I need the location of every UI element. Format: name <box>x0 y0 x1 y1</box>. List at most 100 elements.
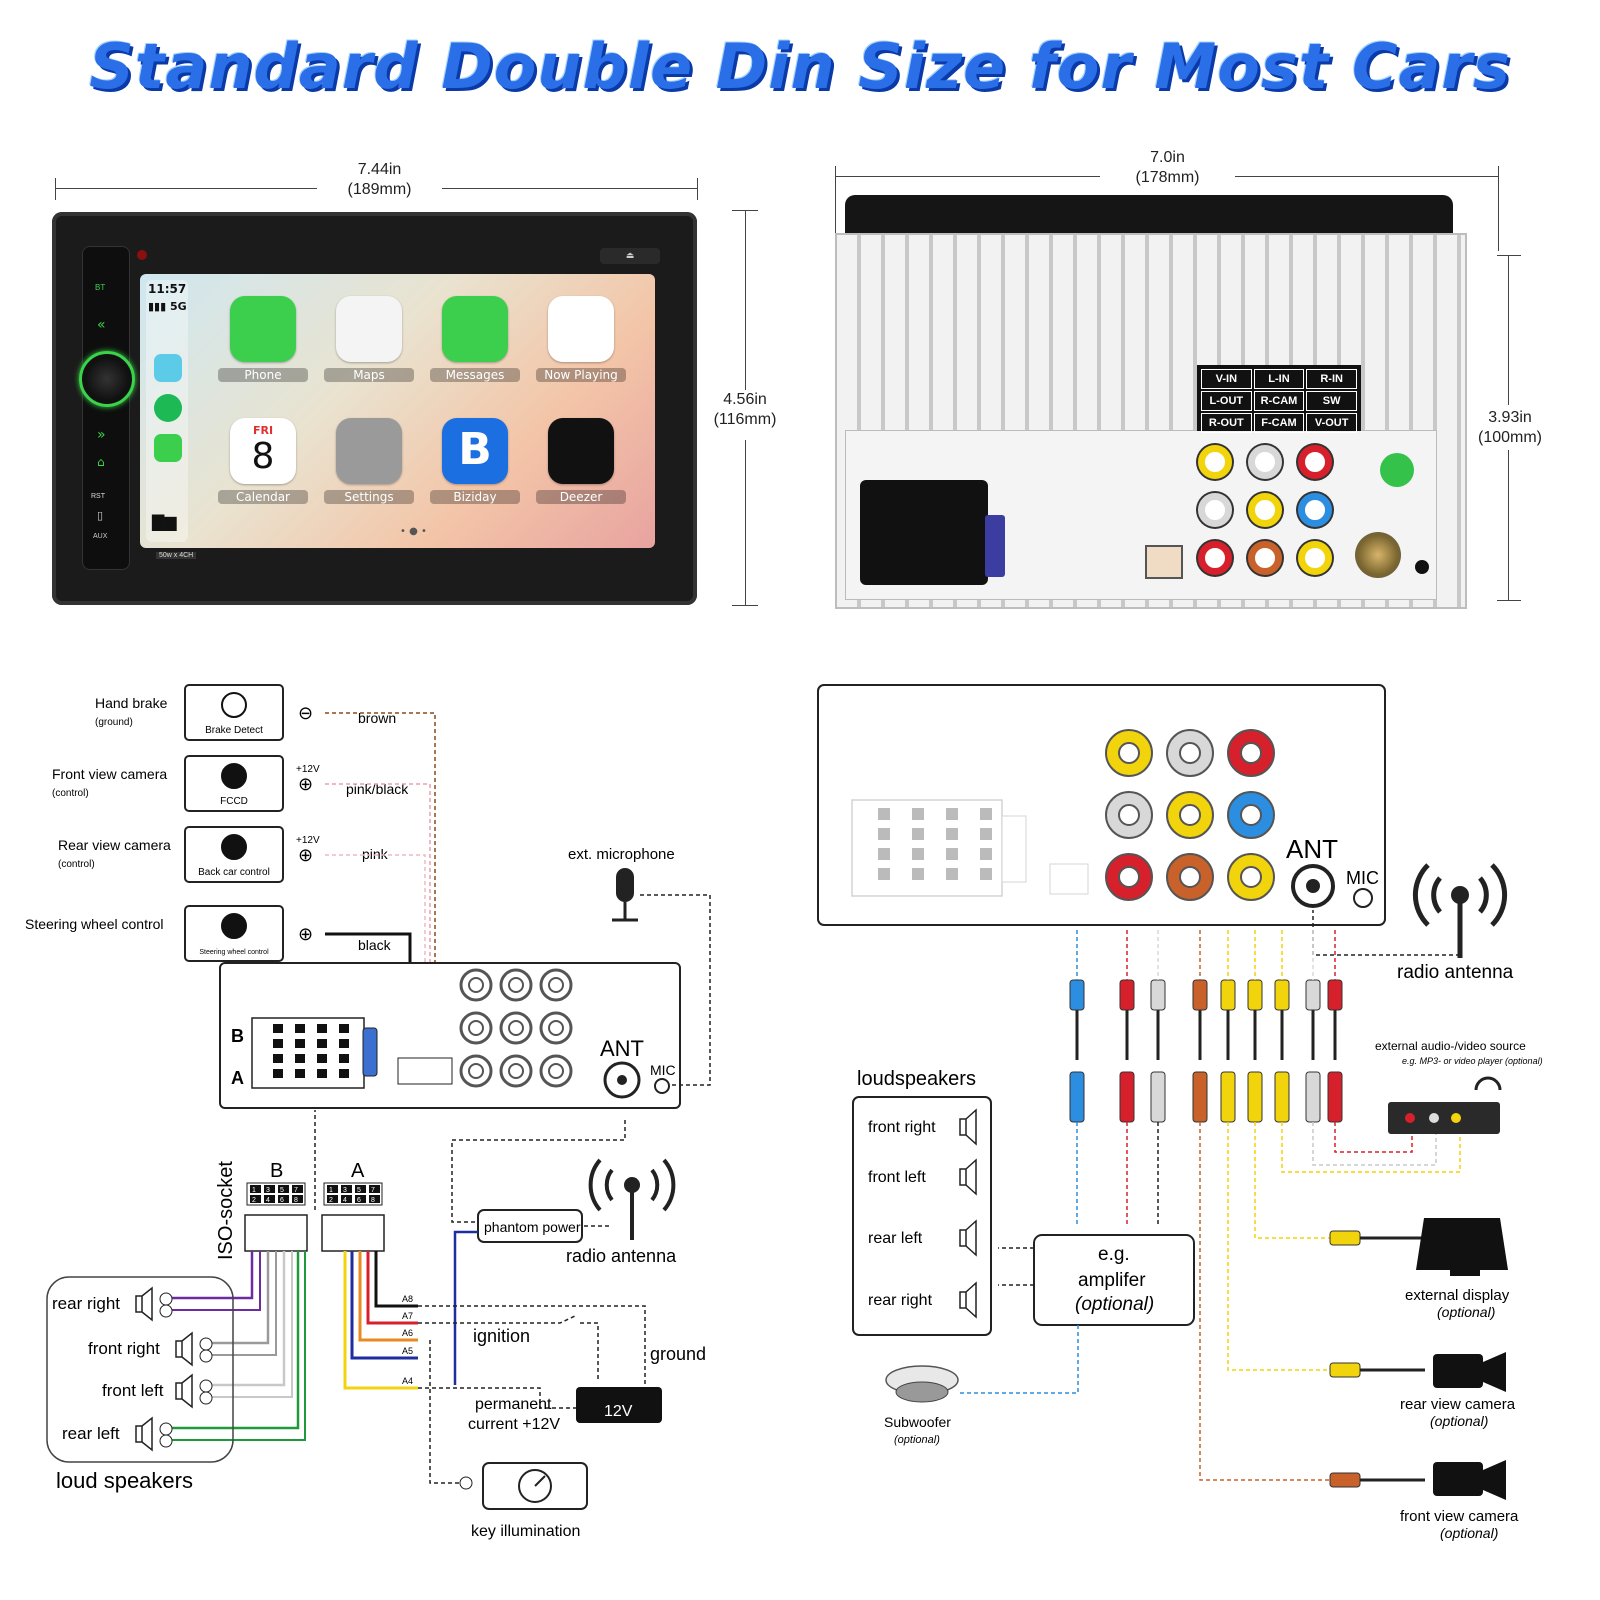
app-label: Calendar <box>218 490 308 504</box>
volume-knob[interactable] <box>79 351 135 407</box>
speaker-minus <box>159 1304 173 1318</box>
rca-jack <box>1248 493 1282 527</box>
radio-antenna-label: radio antenna <box>566 1246 677 1266</box>
bt-label: BT <box>95 283 106 292</box>
antenna-jack <box>1355 532 1401 578</box>
plug-pin <box>327 1195 338 1203</box>
iso-pin <box>317 1039 327 1048</box>
rca-jacks-left <box>459 968 573 1088</box>
app-icon-deezer[interactable] <box>548 418 614 484</box>
app-label: Phone <box>218 368 308 382</box>
dim-tick <box>1498 166 1499 251</box>
plug-pin <box>278 1185 289 1193</box>
waze-icon[interactable] <box>154 354 182 382</box>
next-button[interactable]: » <box>97 427 106 443</box>
plug-pin-number: 8 <box>294 1197 298 1204</box>
illumination-plus <box>459 1476 473 1490</box>
aux-port-diagram <box>397 1057 453 1085</box>
key-illumination-label: key illumination <box>471 1523 580 1540</box>
ghost-pin <box>912 848 924 860</box>
subwoofer-cone <box>895 1381 949 1403</box>
page-title: Standard Double Din Size for Most Cars <box>89 30 1511 103</box>
rca-jack <box>1298 445 1332 479</box>
iso-pin <box>273 1054 283 1063</box>
app-label: Settings <box>324 490 414 504</box>
ext-av-label: external audio-/video source <box>1375 1039 1526 1053</box>
wire-rear-left-plus <box>172 1251 300 1430</box>
display-stand <box>1450 1270 1480 1276</box>
app-icon-messages[interactable] <box>442 296 508 362</box>
rca-plug-bottom <box>1220 1071 1236 1123</box>
dock-phone-icon[interactable] <box>154 434 182 462</box>
rca-route <box>1254 1122 1330 1239</box>
app-icon-maps[interactable] <box>336 296 402 362</box>
loudspeaker-label: front right <box>868 1119 936 1136</box>
wire-rear-left-minus <box>172 1251 306 1441</box>
radio-antenna-label-right: radio antenna <box>1397 962 1514 983</box>
iso-clip-diagram <box>362 1027 378 1077</box>
port-label: F-CAM <box>1253 413 1305 433</box>
speaker-minus <box>159 1434 173 1448</box>
app-icon-now-playing[interactable] <box>548 296 614 362</box>
wire-a8-ground <box>374 1251 418 1308</box>
loudspeaker-label: front left <box>868 1169 926 1186</box>
eject-button[interactable]: ⏏ <box>600 248 660 264</box>
speaker-plus <box>159 1292 173 1306</box>
rca-jack-inner <box>468 1020 484 1036</box>
rear-camera-label: rear view camera <box>1400 1396 1516 1413</box>
plug-pin-number: 6 <box>357 1197 361 1204</box>
rca-jack-inner <box>548 1063 564 1079</box>
mic-jack-right <box>1353 888 1373 908</box>
app-icon-settings[interactable] <box>336 418 402 484</box>
input-device-icon <box>221 834 247 860</box>
app-icon-phone[interactable] <box>230 296 296 362</box>
permanent-current-line2: current +12V <box>468 1416 560 1433</box>
clock: 11:57 <box>148 282 187 296</box>
front-unit-section: 7.44in (189mm) 4.56in (116mm) BT « » ⌂ R… <box>0 140 800 620</box>
rst-label: RST <box>91 493 105 500</box>
plug-pin-number: 7 <box>371 1187 375 1194</box>
dashboard-icon[interactable]: ▇▆ <box>152 512 177 531</box>
home-button[interactable]: ⌂ <box>97 455 105 469</box>
polarity-sign: ⊕ <box>298 845 313 865</box>
front-width-mm: (189mm) <box>347 181 412 198</box>
rca-plug-top <box>1327 979 1343 1011</box>
wire-front-right-plus <box>208 1251 270 1345</box>
plug-pin-block <box>323 1182 383 1206</box>
speaker-icon <box>959 1281 977 1319</box>
loudspeaker-label: rear left <box>868 1230 923 1247</box>
rca-jack-inner <box>1118 866 1140 888</box>
rca-route <box>1312 1122 1437 1166</box>
rca-route <box>1199 1122 1330 1481</box>
speaker-icon <box>959 1219 977 1257</box>
rca-jack-inner <box>508 977 524 993</box>
plug-pin-number: 3 <box>343 1187 347 1194</box>
ext-microphone-label: ext. microphone <box>568 846 675 863</box>
loudspeakers-title: loudspeakers <box>857 1068 976 1090</box>
amplifier-line2: amplifer <box>1078 1270 1146 1291</box>
black-wire <box>325 932 412 965</box>
plug-pin <box>264 1185 275 1193</box>
iso-clip <box>985 515 1005 577</box>
prev-button[interactable]: « <box>97 317 106 333</box>
av-source-red <box>1405 1113 1415 1123</box>
plug-pin <box>341 1185 352 1193</box>
iso-connector <box>860 480 988 585</box>
rca-plug-top <box>1274 979 1290 1011</box>
plug-a-label: A <box>351 1160 365 1182</box>
rear-height-label: 3.93in (100mm) <box>1465 408 1555 448</box>
rca-jack <box>1248 541 1282 575</box>
wire-color-label: pink <box>362 846 389 862</box>
iso-pin <box>339 1039 349 1048</box>
app-icon-biziday[interactable]: B <box>442 418 508 484</box>
spotify-icon[interactable] <box>154 394 182 422</box>
battery-label: 12V <box>604 1403 633 1420</box>
rear-camera-icon <box>1433 1354 1483 1388</box>
plug-pin <box>327 1185 338 1193</box>
